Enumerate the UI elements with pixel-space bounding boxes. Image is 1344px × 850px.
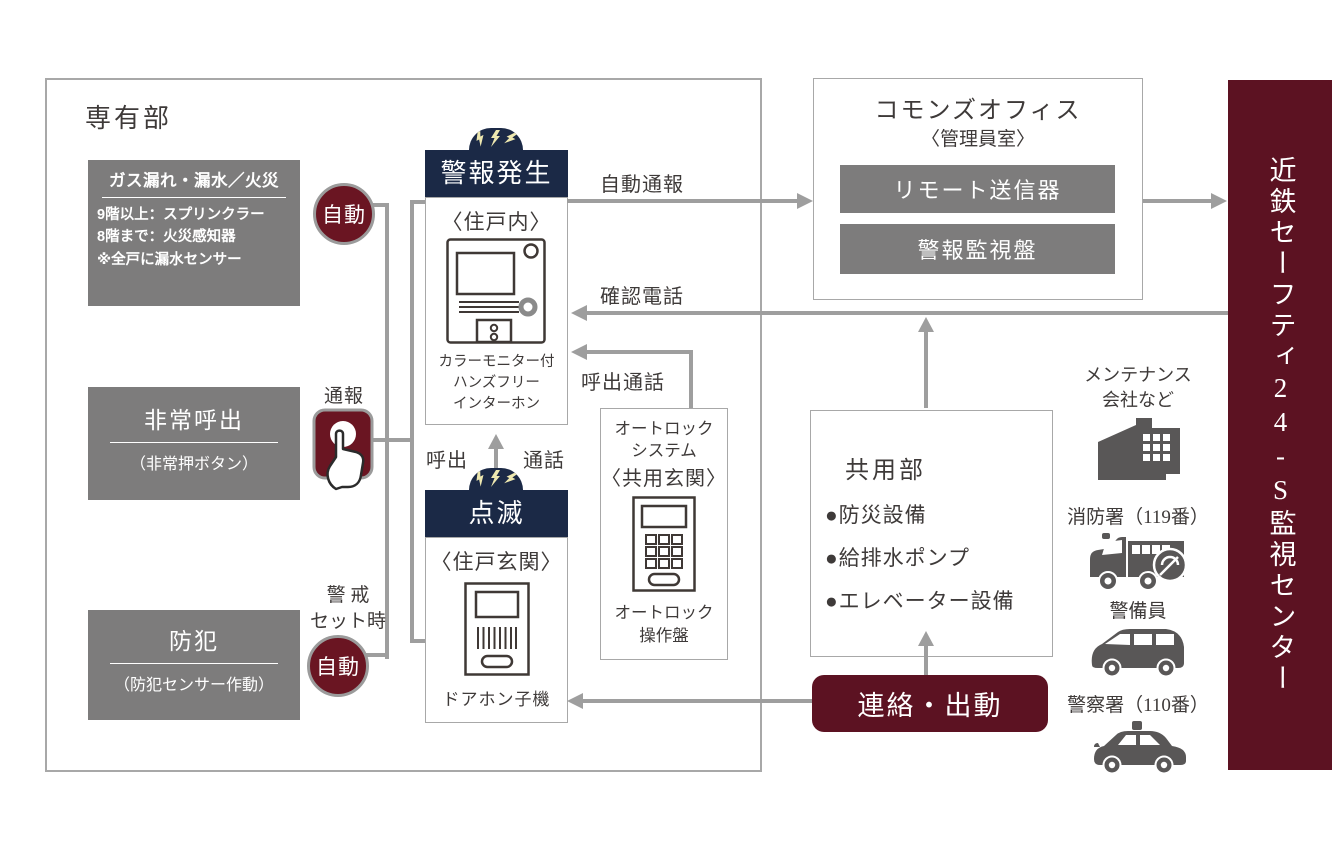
security-guard-label: 警備員 (1109, 601, 1167, 622)
connector-bus (410, 200, 414, 643)
gas-leak-line: 8階まで：火災感知器 (97, 229, 236, 246)
divider (102, 197, 286, 198)
autolock-panel-icon (632, 496, 696, 597)
private-section-title: 専有部 (85, 104, 173, 133)
emergency-push-button (311, 407, 375, 497)
confirm-call-line (586, 311, 1228, 315)
office-subtitle: 〈管理員室〉 (920, 129, 1035, 150)
maintenance-label-line: メンテナンス (1084, 365, 1192, 385)
gas-leak-line: 9階以上：スプリンクラー (97, 207, 265, 223)
monitoring-center-label: 近鉄セーフティ24-S監視センター (1265, 155, 1296, 695)
dispatch-to-shared-arrowhead (918, 631, 934, 646)
guard-set-line: セット時 (309, 610, 386, 632)
crime-prevention-title: 防犯 (169, 629, 219, 654)
push-button-hand-icon (312, 408, 374, 491)
caption-line: ハンズフリー (453, 375, 540, 392)
call-talk-line (586, 350, 693, 354)
office-to-center-arrowhead (1211, 193, 1227, 209)
intercom-caption: カラーモニター付 ハンズフリー インターホン (425, 352, 568, 415)
lightning-icon (476, 470, 517, 487)
crime-prevention-subtitle: （防犯センサー作動） (113, 677, 274, 694)
autolock-caption-line: オートロック (614, 604, 714, 622)
dispatch-box: 連絡・出動 (812, 675, 1048, 732)
dispatch-to-doorphone-arrowhead (567, 693, 583, 709)
confirm-call-arrowhead (571, 305, 587, 321)
caption-line: カラーモニター付 (438, 354, 555, 370)
auto-badge-bottom: 自動 (307, 635, 369, 697)
autolock-caption-line: 操作盤 (639, 627, 689, 646)
connector-line (372, 438, 414, 442)
autolock-title: オートロック システム (600, 418, 728, 463)
emergency-call-subtitle: （非常押ボタン） (129, 456, 258, 473)
shared-item: ●防災設備 (825, 503, 927, 527)
maintenance-label: メンテナンス 会社など (1056, 363, 1220, 413)
shared-item: ●エレベーター設備 (825, 589, 1015, 613)
connector-bus (385, 203, 389, 659)
fire-truck-icon (1082, 531, 1194, 598)
entrance-location-label: 〈住戸玄関〉 (430, 550, 563, 574)
blink-bump (469, 468, 523, 490)
crime-prevention-box: 防犯 （防犯センサー作動） (88, 610, 300, 720)
building-icon (1096, 416, 1182, 487)
alarm-header: 警報発生 (425, 150, 568, 197)
connector-line (410, 200, 427, 204)
shared-section-box (810, 410, 1053, 657)
divider (110, 442, 278, 443)
call-label: 呼出 (426, 450, 468, 472)
emergency-call-title: 非常呼出 (144, 408, 244, 433)
autolock-title-line: オートロック (614, 420, 714, 438)
confirm-call-label: 確認電話 (600, 286, 684, 308)
gas-leak-title: ガス漏れ・漏水／火災 (109, 172, 279, 190)
dispatch-to-shared-line (924, 645, 928, 676)
autolock-title-line: システム (631, 442, 697, 461)
connector-line (410, 639, 427, 643)
security-van-icon (1088, 623, 1188, 682)
emergency-call-box: 非常呼出 （非常押ボタン） (88, 387, 300, 500)
office-to-center-line (1143, 199, 1213, 203)
intercom-monitor-icon (446, 238, 546, 349)
auto-badge-top: 自動 (313, 183, 375, 245)
auto-report-arrowhead (797, 193, 813, 209)
call-talk-vline (689, 352, 693, 408)
autolock-caption: オートロック 操作盤 (600, 602, 728, 648)
doorphone-caption: ドアホン子機 (442, 690, 551, 709)
blink-header: 点滅 (425, 490, 568, 537)
caption-line: インターホン (453, 396, 540, 413)
fire-station-label: 消防署（119番） (1067, 507, 1209, 528)
autolock-location-label: 〈共用玄関〉 (601, 468, 727, 490)
connector-line (368, 203, 389, 207)
divider (110, 663, 278, 664)
office-title: コモンズオフィス (874, 98, 1082, 124)
shared-section-title: 共用部 (845, 458, 926, 484)
indoor-location-label: 〈住戸内〉 (441, 210, 552, 234)
dispatch-to-doorphone-line (582, 699, 812, 703)
alarm-monitor-panel-bar: 警報監視盤 (840, 224, 1115, 274)
call-talk-label: 呼出通話 (581, 372, 665, 394)
auto-report-line (567, 199, 799, 203)
call-talk-arrowhead (571, 344, 587, 360)
gas-leak-line: ※全戸に漏水センサー (97, 251, 242, 268)
call-up-arrowhead (488, 434, 504, 449)
gas-leak-details: 9階以上：スプリンクラー 8階まで：火災感知器 ※全戸に漏水センサー (88, 204, 300, 271)
guard-set-label: 警 戒 セット時 (296, 583, 400, 634)
guard-set-line: 警 戒 (326, 585, 370, 606)
auto-report-label: 自動通報 (600, 174, 684, 196)
monitoring-center-bar: 近鉄セーフティ24-S監視センター (1228, 80, 1332, 770)
maintenance-label-line: 会社など (1102, 390, 1174, 411)
alarm-bump (469, 128, 523, 150)
police-car-icon (1090, 721, 1188, 778)
doorphone-icon (464, 582, 530, 681)
police-station-label: 警察署（110番） (1067, 695, 1209, 716)
shared-to-office-arrowhead (918, 317, 934, 332)
call-up-line (494, 448, 498, 470)
remote-transmitter-bar: リモート送信器 (840, 165, 1115, 213)
shared-item: ●給排水ポンプ (825, 546, 971, 570)
talk-label: 通話 (523, 450, 565, 472)
connector-line (362, 653, 389, 657)
lightning-icon (476, 130, 517, 147)
report-label: 通報 (324, 386, 365, 407)
gas-leak-box: ガス漏れ・漏水／火災 9階以上：スプリンクラー 8階まで：火災感知器 ※全戸に漏… (88, 160, 300, 306)
shared-to-office-line (924, 331, 928, 408)
